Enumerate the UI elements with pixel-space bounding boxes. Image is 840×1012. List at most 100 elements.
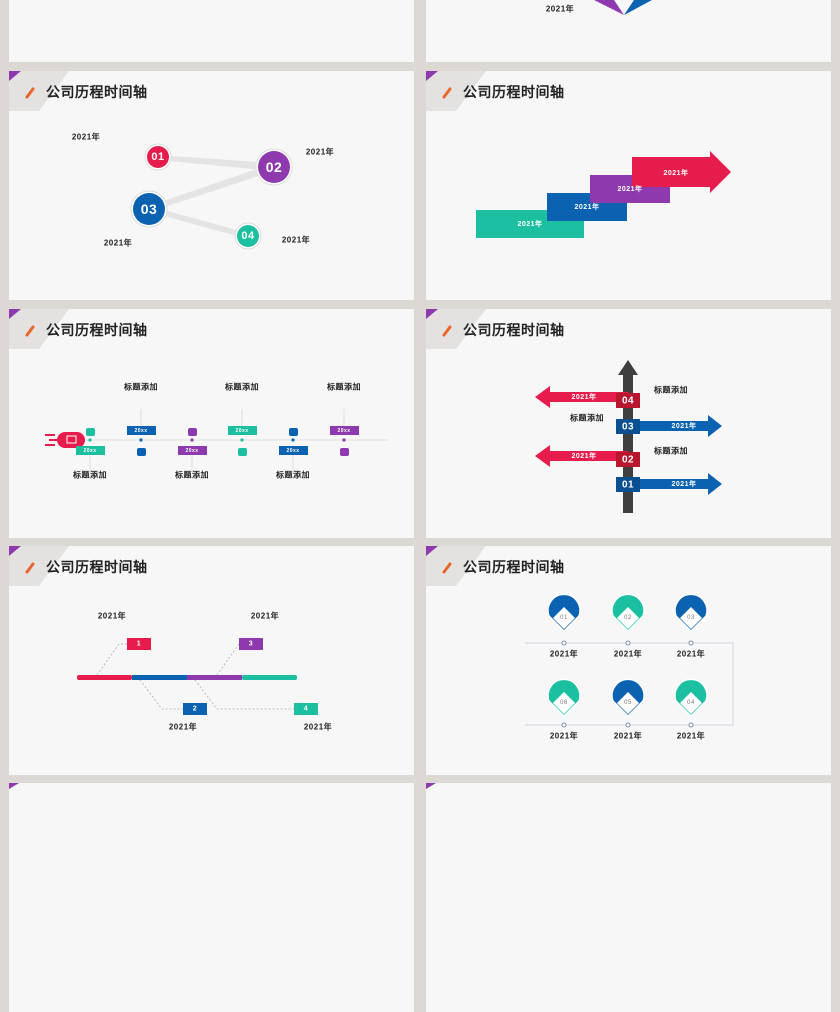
year-label: 2021年 [549,731,579,741]
arrow-title: 标题添加 [570,413,604,423]
timeline-dot [291,438,295,442]
node-circle [258,151,290,183]
pin-number: 05 [624,700,632,706]
pin-window [617,692,639,714]
brush-icon [442,562,452,574]
timeline-dot [190,438,194,442]
slide-title: 公司历程时间轴 [46,84,148,100]
box-number: 4 [303,705,309,713]
year-label: 2021年 [676,731,706,741]
cart-icon [137,448,146,456]
node-circle [133,193,165,225]
arrow-year: 2021年 [571,453,597,460]
node-number: 04 [241,230,255,242]
slide-graphics [426,546,734,728]
year-box [330,426,359,435]
year-box [178,446,207,455]
arrow-year: 2021年 [571,394,597,401]
box-number: 1 [136,640,142,648]
corner-triangle [426,309,438,319]
brush-icon [25,325,35,337]
brush-icon [442,325,452,337]
path-node [561,722,567,728]
slide-graphics [9,546,318,715]
slide-partial-top-left[interactable] [9,0,414,62]
item-title: 标题添加 [175,470,209,480]
monitor-icon [66,435,77,444]
item-title: 标题添加 [73,470,107,480]
number-box [294,703,318,715]
step-arrow [632,151,731,193]
timeline-dot [88,438,92,442]
slide-partial-top-right[interactable]: 2021年 [426,0,831,62]
corner-triangle [9,309,21,319]
path-node [625,640,631,646]
pole-arrowhead [618,360,638,375]
brush-icon [25,87,35,99]
year-label: 2021年 [303,722,333,732]
year-box [76,446,105,455]
arrow-title: 标题添加 [654,385,688,395]
item-title: 标题添加 [225,382,259,392]
slide-title: 公司历程时间轴 [463,84,565,100]
cart-icon [188,428,197,436]
year-box [127,426,156,435]
year-label: 2021年 [71,132,101,142]
badge-number: 04 [621,395,635,407]
path-node [561,640,567,646]
connector [149,206,248,239]
slide-title: 公司历程时间轴 [46,559,148,575]
corner-triangle [9,546,21,556]
node-number: 03 [140,201,158,217]
corner-band [9,71,69,111]
arrow-left [535,445,628,467]
badge-number: 02 [621,454,635,466]
slide-graphics [9,71,293,250]
slide-graphics [9,309,389,469]
corner-band [9,546,69,586]
step-year: 2021年 [574,204,600,211]
slide-partial-bottom-left[interactable] [9,783,414,1012]
year-label: 2021年 [281,235,311,245]
year-label: 2021年 [103,238,133,248]
pin-window [617,607,639,629]
node-circle [237,225,259,247]
pin-window [680,607,702,629]
year-label: 2021年 [549,649,579,659]
pin-window [553,607,575,629]
step-year: 2021年 [517,221,543,228]
number-badge [616,452,640,467]
year-label: 20xx [185,448,199,454]
number-badge [616,393,640,408]
node-number: 02 [265,159,283,175]
timeline-dot [139,438,143,442]
path-node [625,722,631,728]
arrow-year: 2021年 [671,423,697,430]
pin-number: 03 [687,615,695,621]
slide-title: 公司历程时间轴 [463,559,565,575]
dashed-connector [216,643,240,676]
box-number: 2 [192,705,198,713]
pin-number: 02 [624,615,632,621]
connector [158,155,274,171]
corner-band [426,71,486,111]
year-label: 20xx [286,448,300,454]
chevron-graphic [594,0,652,15]
connector [149,163,274,212]
monitor-rocket-icon [57,432,85,448]
year-label: 2021年 [168,722,198,732]
year-label: 2021年 [250,611,280,621]
bar-segment [132,675,187,680]
bar-segment [77,675,132,680]
item-title: 标题添加 [276,470,310,480]
bar-segment [242,675,297,680]
bar-segment [187,675,242,680]
slide-partial-bottom-right[interactable] [426,783,831,1012]
corner-triangle [426,71,438,81]
